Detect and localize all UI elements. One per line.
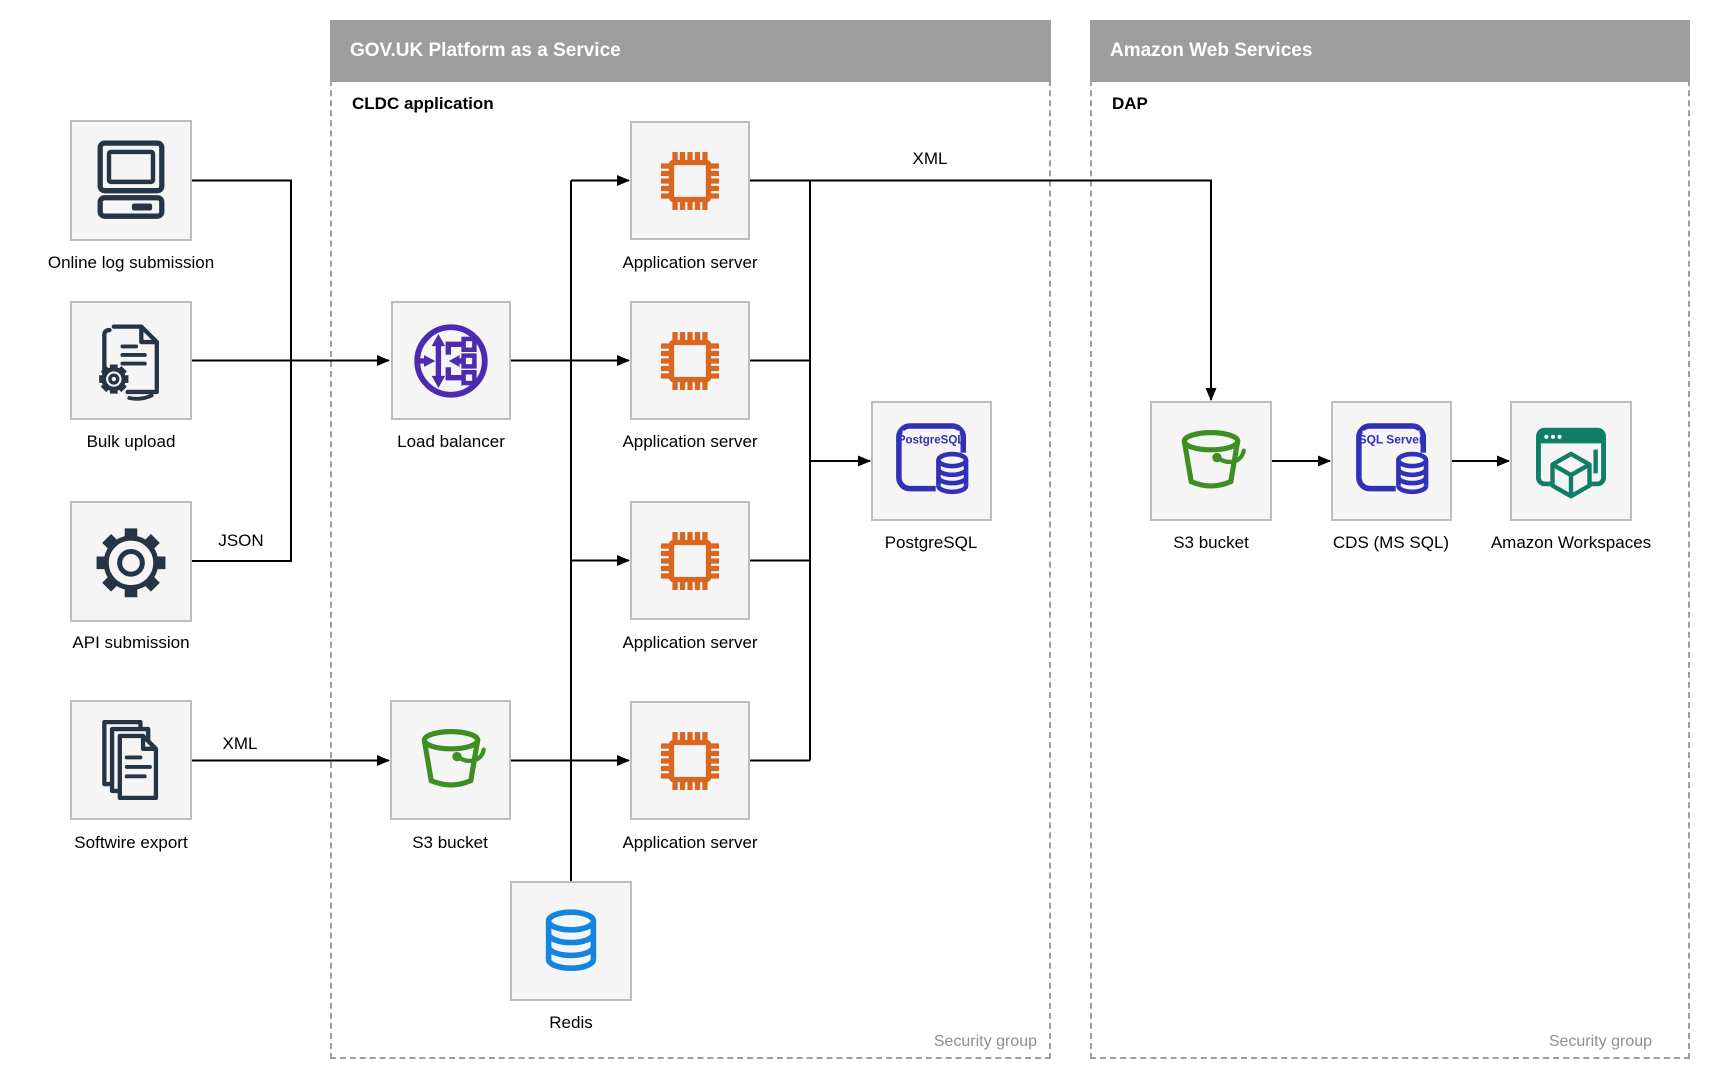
node-cds-ms-sql: SQL Server — [1331, 401, 1452, 521]
node-application-server-2 — [630, 301, 750, 420]
node-label-redis: Redis — [549, 1013, 593, 1032]
node-bulk-upload — [70, 301, 192, 420]
node-label-s3-bucket-paas: S3 bucket — [412, 833, 488, 852]
node-application-server-3 — [630, 501, 750, 620]
aws-header: Amazon Web Services — [1090, 20, 1690, 82]
postgresql-icon-text: PostgreSQL — [897, 435, 963, 447]
node-label-application-server-4: Application server — [622, 833, 758, 852]
sql-server-icon-text: SQL Server — [1358, 433, 1423, 447]
node-label-cds: CDS (MS SQL) — [1332, 533, 1450, 552]
node-label-api-submission: API submission — [72, 633, 190, 652]
edge-label-json: JSON — [218, 531, 264, 550]
node-label-application-server-3: Application server — [622, 633, 758, 652]
node-s3-bucket-aws — [1150, 401, 1272, 521]
node-redis — [510, 881, 632, 1001]
node-label-bulk-upload: Bulk upload — [86, 432, 176, 451]
chip-icon — [660, 331, 720, 390]
postgresql-icon: PostgreSQL — [895, 423, 971, 495]
node-label-softwire-export: Softwire export — [74, 833, 188, 852]
workspaces-icon — [1536, 427, 1606, 499]
node-label-application-server-1: Application server — [622, 253, 758, 272]
paas-title: GOV.UK Platform as a Service — [350, 40, 621, 61]
node-postgresql: PostgreSQL — [871, 401, 992, 521]
document-gear-icon — [99, 323, 159, 401]
aws-security-group-label: Security group — [1548, 1033, 1652, 1050]
node-application-server-4 — [630, 701, 750, 820]
s3-bucket-icon — [1181, 430, 1246, 489]
node-softwire-export — [70, 700, 192, 820]
paas-container: GOV.UK Platform as a Service CLDC applic… — [330, 20, 1051, 1059]
node-load-balancer — [391, 301, 511, 420]
chip-icon — [660, 731, 720, 790]
s3-bucket-icon — [421, 729, 486, 788]
node-label-postgresql: PostgreSQL — [884, 533, 978, 552]
chip-icon — [660, 151, 720, 210]
node-application-server-1 — [630, 121, 750, 240]
chip-icon — [660, 531, 720, 590]
paas-header: GOV.UK Platform as a Service — [330, 20, 1051, 82]
gear-icon — [96, 527, 166, 597]
paas-security-group-label: Security group — [933, 1033, 1037, 1050]
node-api-submission — [70, 501, 192, 622]
node-label-workspaces: Amazon Workspaces — [1490, 533, 1652, 552]
database-icon — [545, 909, 597, 971]
node-amazon-workspaces — [1510, 401, 1632, 521]
node-label-s3-bucket-aws: S3 bucket — [1173, 533, 1249, 552]
paas-subtitle: CLDC application — [352, 94, 494, 113]
node-label-application-server-2: Application server — [622, 432, 758, 451]
edge-label-xml-softwire: XML — [222, 734, 258, 753]
aws-container: Amazon Web Services DAP Security group — [1090, 20, 1690, 1059]
node-label-load-balancer: Load balancer — [397, 432, 505, 451]
node-online-log-submission — [70, 120, 192, 241]
documents-icon — [102, 720, 159, 800]
aws-title: Amazon Web Services — [1110, 40, 1313, 61]
edge-label-xml-to-s3: XML — [912, 149, 948, 168]
aws-subtitle: DAP — [1112, 94, 1148, 113]
computer-icon — [97, 140, 165, 219]
node-s3-bucket-paas — [390, 700, 511, 820]
load-balancer-icon — [414, 323, 488, 398]
sql-server-icon: SQL Server — [1355, 423, 1431, 495]
node-label-online-log: Online log submission — [47, 253, 215, 272]
